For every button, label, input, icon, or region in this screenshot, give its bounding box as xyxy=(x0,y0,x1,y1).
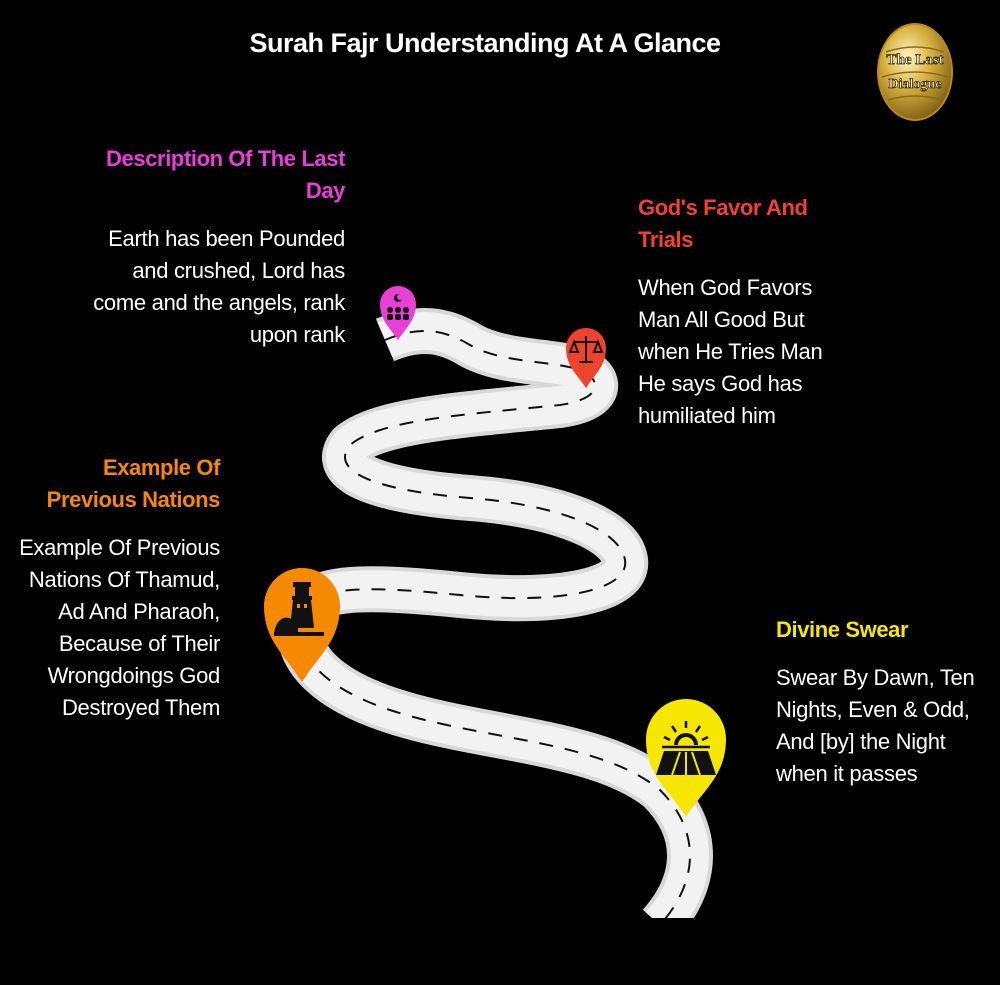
milestone-body: Earth has been Pounded and crushed, Lord… xyxy=(93,226,345,347)
scales-icon xyxy=(568,336,604,363)
milestone-heading: Example Of Previous Nations xyxy=(46,455,221,512)
milestone-last-day: Description Of The Last Day Earth has be… xyxy=(90,143,345,351)
logo-line-2: Dialogue xyxy=(889,77,942,92)
milestone-divine-swear: Divine Swear Swear By Dawn, Ten Nights, … xyxy=(776,614,976,790)
logo-line-1: The Last xyxy=(886,52,943,68)
lighthouse-icon xyxy=(274,582,324,636)
milestone-pin-favor-trials xyxy=(566,328,606,388)
milestone-heading: Divine Swear xyxy=(776,617,909,642)
milestone-body: Example Of Previous Nations Of Thamud, A… xyxy=(19,535,220,720)
sunrise-icon xyxy=(656,721,716,776)
page-title: Surah Fajr Understanding At A Glance xyxy=(249,28,721,58)
milestone-heading: God's Favor And Trials xyxy=(638,195,808,252)
milestone-pin-previous-nations xyxy=(264,568,340,682)
gathering-people-icon xyxy=(387,294,409,320)
milestone-body: Swear By Dawn, Ten Nights, Even & Odd, A… xyxy=(776,665,975,786)
milestone-heading: Description Of The Last Day xyxy=(106,146,345,203)
milestone-body: When God Favors Man All Good But when He… xyxy=(638,275,823,428)
milestone-previous-nations: Example Of Previous Nations Example Of P… xyxy=(10,452,220,724)
milestone-pin-divine-swear xyxy=(646,699,726,817)
milestone-favor-trials: God's Favor And Trials When God Favors M… xyxy=(638,192,838,432)
globe-logo-icon: The Last Dialogue xyxy=(877,23,953,121)
milestone-pin-last-day xyxy=(380,286,416,340)
